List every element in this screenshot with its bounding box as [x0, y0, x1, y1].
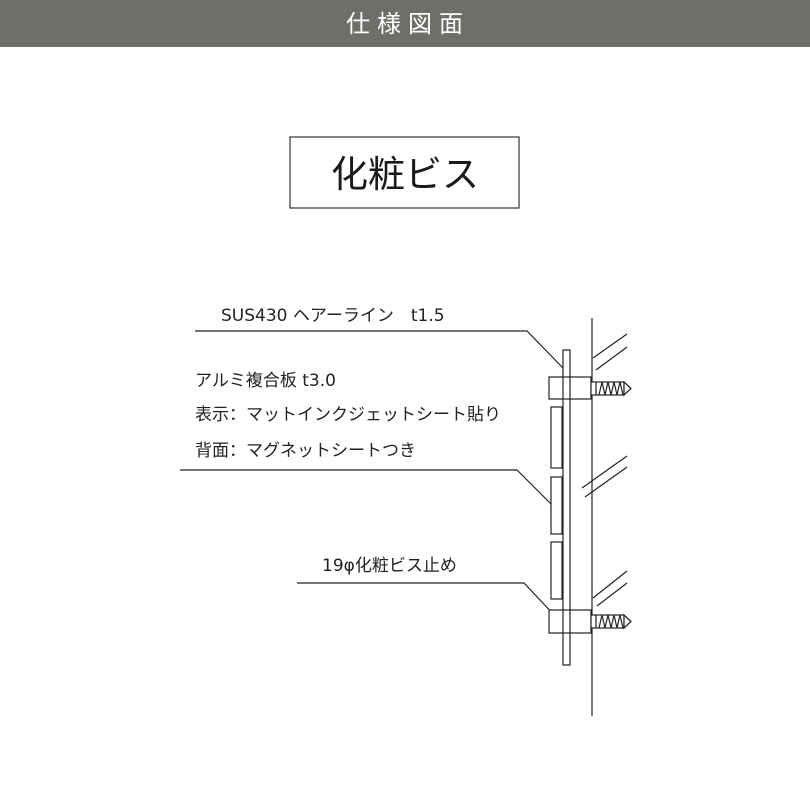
wall-hatch-top-1 — [592, 333, 628, 359]
leader-composite — [180, 469, 554, 507]
header-title: 仕様図面 — [346, 10, 470, 38]
title-label: 化粧ビス — [331, 153, 479, 196]
screw-lower-tip — [623, 613, 632, 630]
header-bar — [0, 0, 810, 47]
screw-lower-thread — [598, 614, 624, 629]
screw-upper-tip — [623, 380, 632, 397]
composite-panel-3 — [550, 541, 563, 600]
composite-panel-1 — [550, 406, 563, 469]
label-screw: 19φ化粧ビス止め — [322, 556, 457, 576]
wall-hatch-bot-2 — [596, 582, 628, 607]
title-box — [289, 136, 520, 209]
wall-hatch-top-2 — [595, 346, 628, 371]
screw-upper — [590, 380, 632, 397]
screw-upper-thread — [598, 381, 624, 396]
leader-plate — [195, 330, 564, 369]
wall-hatch-mid-1 — [581, 455, 628, 489]
wall-hatch-bot-1 — [592, 570, 628, 599]
wall-hatch-mid-2 — [584, 466, 628, 498]
sus-plate — [562, 349, 571, 666]
screw-lower — [590, 613, 632, 630]
label-back: 背面：マグネットシートつき — [195, 441, 416, 461]
label-composite: アルミ複合板 t3.0 — [195, 371, 336, 391]
leader-screw — [297, 582, 557, 618]
label-plate: SUS430 ヘアーライン t1.5 — [221, 306, 445, 326]
label-display: 表示：マットインクジェットシート貼り — [195, 405, 501, 425]
composite-panel-2 — [550, 476, 563, 535]
